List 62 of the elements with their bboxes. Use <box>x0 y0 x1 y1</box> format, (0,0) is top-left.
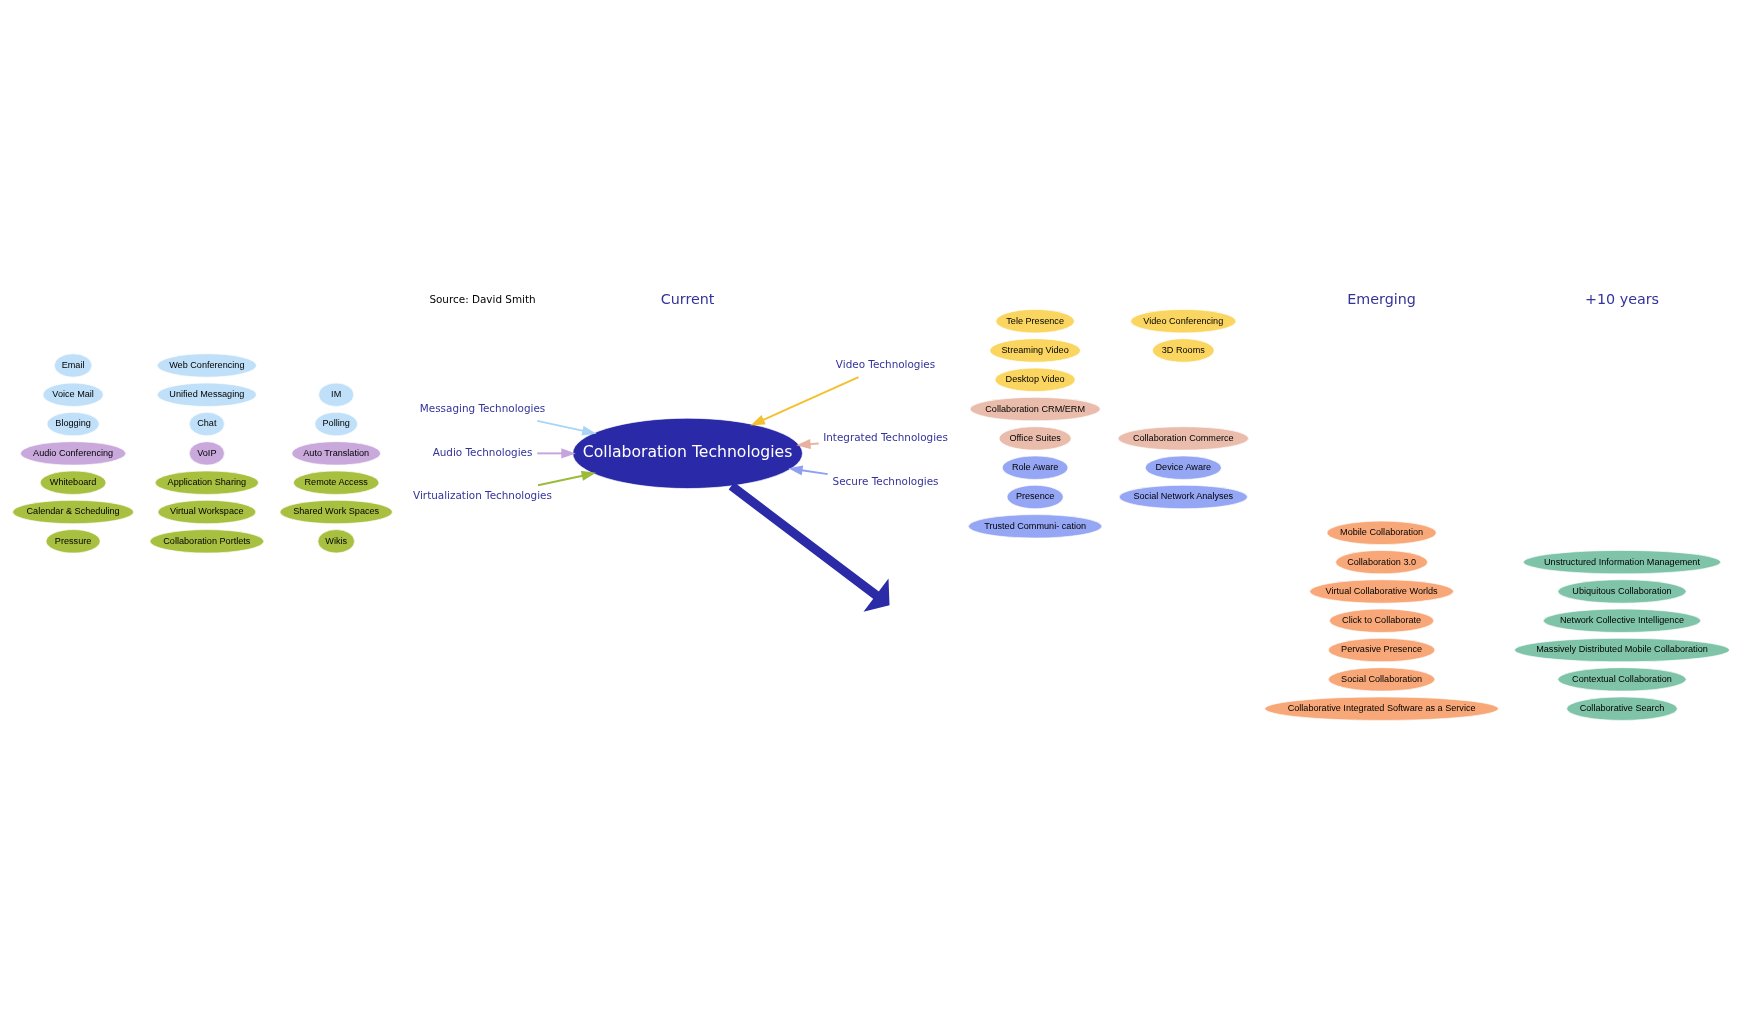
node-ellipse: Video Conferencing <box>1130 309 1237 334</box>
node-ellipse: Office Suites <box>998 426 1072 451</box>
label: Emerging <box>1347 290 1416 307</box>
label: Source: David Smith <box>429 292 536 305</box>
arrow <box>750 376 860 426</box>
node-ellipse: Blogging <box>46 412 100 437</box>
node-ellipse: Unified Messaging <box>156 382 257 407</box>
node-ellipse: Desktop Video <box>994 367 1076 392</box>
node-ellipse: Role Aware <box>1001 455 1069 480</box>
arrow <box>728 482 890 612</box>
node-ellipse: Web Conferencing <box>156 353 257 378</box>
arrow <box>536 419 597 436</box>
node-ellipse: Audio Conferencing <box>20 441 127 466</box>
node-ellipse: Social Collaboration <box>1328 667 1436 692</box>
arrow <box>536 448 576 459</box>
node-ellipse: Collaboration Commerce <box>1117 426 1249 451</box>
node-ellipse: Wikis <box>317 529 355 554</box>
node-text: Secure Technologies <box>832 475 939 488</box>
node-text: Messaging Technologies <box>419 401 546 414</box>
node-ellipse: Remote Access <box>293 470 380 495</box>
node-ellipse: Collaboration CRM/ERM <box>969 397 1101 422</box>
label: Current <box>660 290 715 307</box>
node-ellipse: Collaboration 3.0 <box>1335 550 1428 575</box>
label: +10 years <box>1584 290 1660 307</box>
node-ellipse: Collaboration Portlets <box>149 529 265 554</box>
node-ellipse: Network Collective Intelligence <box>1543 608 1701 633</box>
node-ellipse: Polling <box>314 412 358 437</box>
node-ellipse: Shared Work Spaces <box>279 499 393 525</box>
node-ellipse: Mobile Collaboration <box>1326 520 1437 545</box>
node-ellipse: Social Network Analyses <box>1118 484 1248 510</box>
node-ellipse: Presence <box>1006 484 1064 510</box>
node-ellipse: 3D Rooms <box>1152 338 1215 363</box>
node-ellipse: Pervasive Presence <box>1328 638 1436 663</box>
node-ellipse: Device Aware <box>1144 455 1222 480</box>
node-ellipse: Ubiquitous Collaboration <box>1557 579 1687 604</box>
node-ellipse: Collaborative Search <box>1566 696 1678 721</box>
node-text: Virtualization Technologies <box>413 489 552 502</box>
node-ellipse: Virtual Workspace <box>157 499 257 525</box>
node-ellipse: Virtual Collaborative Worlds <box>1309 579 1454 604</box>
node-ellipse: Unstructured Information Management <box>1523 550 1721 575</box>
node-text: Integrated Technologies <box>823 430 948 443</box>
node-ellipse: Tele Presence <box>995 309 1075 334</box>
node-ellipse: Pressure <box>45 529 101 554</box>
node-ellipse: Click to Collaborate <box>1329 608 1435 633</box>
node-ellipse: Massively Distributed Mobile Collaboration <box>1514 638 1730 663</box>
node-ellipse: Streaming Video <box>989 338 1081 363</box>
node-ellipse: Contextual Collaboration <box>1557 667 1687 692</box>
node-ellipse: Voice Mail <box>42 382 104 407</box>
node-ellipse: Auto Translation <box>291 441 381 466</box>
node-text: Audio Technologies <box>432 445 533 458</box>
node-ellipse: Chat <box>188 412 225 437</box>
arrow <box>537 470 596 487</box>
node-ellipse: Calendar & Scheduling <box>12 499 134 525</box>
node-ellipse: VoIP <box>188 441 225 466</box>
node-ellipse: Email <box>53 353 93 378</box>
arrow <box>788 465 829 476</box>
node-ellipse: Trusted Communi- cation <box>968 514 1103 539</box>
node-text: Video Technologies <box>835 357 936 370</box>
node-ellipse: Application Sharing <box>154 470 259 495</box>
node-ellipse: Whiteboard <box>39 470 107 495</box>
node-ellipse: IM <box>318 382 355 407</box>
node-ellipse: Collaborative Integrated Software as a Service <box>1264 696 1499 721</box>
